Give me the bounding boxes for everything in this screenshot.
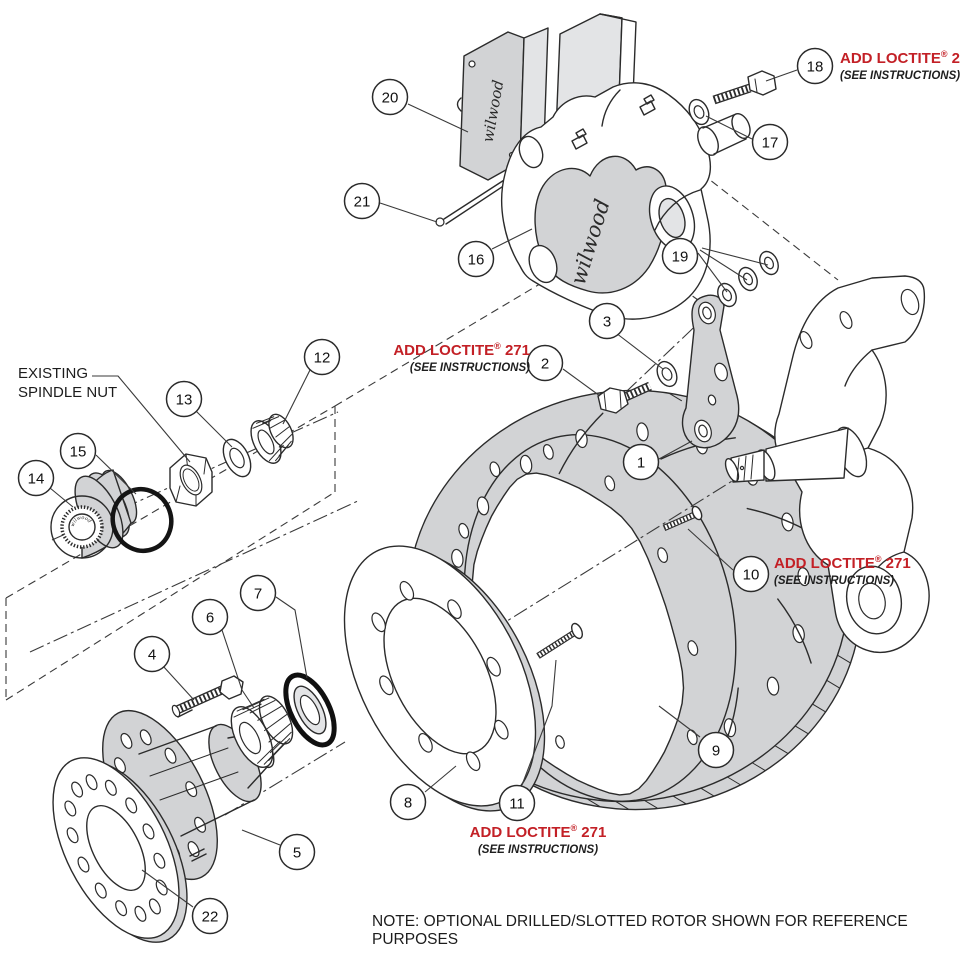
callout-19: 19 (661, 237, 699, 275)
callout-2: 2 (526, 344, 564, 382)
svg-text:7: 7 (254, 585, 262, 602)
adapter-stud (536, 622, 583, 659)
caliper-tube (697, 112, 751, 156)
existing-spindle-nut-label: EXISTING SPINDLE NUT (18, 365, 118, 401)
svg-text:13: 13 (176, 391, 193, 408)
svg-text:5: 5 (293, 844, 301, 861)
drive-flange (52, 757, 188, 943)
caliper-logo-pad (534, 155, 668, 294)
svg-text:9: 9 (712, 742, 720, 759)
loctite-line2: (SEE INSTRUCTIONS) (409, 362, 530, 374)
svg-text:10: 10 (743, 566, 760, 583)
grease-seal (283, 672, 337, 748)
callout-21: 21 (343, 182, 381, 220)
callout-20: 20 (371, 78, 409, 116)
spindle-washer (222, 438, 252, 478)
bracket-washers (717, 250, 779, 308)
callout-3: 3 (588, 302, 626, 340)
svg-text:21: 21 (354, 193, 371, 210)
callout-6: 6 (191, 598, 229, 636)
outer-bearing (250, 413, 294, 464)
bleed-screw (571, 94, 656, 150)
loctite-line2: (SEE INSTRUCTIONS) (477, 844, 599, 856)
svg-text:6: 6 (206, 609, 214, 626)
caliper-bolt (712, 70, 777, 105)
callout-14: 14 (17, 459, 55, 497)
callout-16: 16 (457, 240, 495, 278)
caliper-bracket (597, 250, 779, 449)
svg-text:15: 15 (70, 443, 87, 460)
o-ring (110, 486, 174, 554)
loctite-note-top: ADD LOCTITE® 271 (SEE INSTRUCTIONS) (840, 46, 960, 84)
callout-leaders (49, 69, 798, 908)
loctite-line1: ADD LOCTITE® 271 (840, 49, 960, 67)
callout-17: 17 (751, 123, 789, 161)
spindle-knuckle (724, 275, 930, 654)
callout-7: 7 (239, 574, 277, 612)
callout-9: 9 (697, 731, 735, 769)
dust-cap: wilwood (50, 469, 138, 559)
svg-text:4: 4 (148, 646, 156, 663)
svg-text:14: 14 (28, 470, 45, 487)
svg-text:19: 19 (672, 248, 689, 265)
loctite-line1: ADD LOCTITE® 271 (469, 823, 607, 841)
svg-text:22: 22 (202, 908, 219, 925)
callout-8: 8 (389, 783, 427, 821)
loctite-note-right: ADD LOCTITE® 271 (SEE INSTRUCTIONS) (774, 551, 911, 589)
inner-bearing (230, 695, 294, 768)
caliper-bolt-washer (688, 98, 710, 126)
reference-note: NOTE: OPTIONAL DRILLED/SLOTTED ROTOR SHO… (372, 913, 908, 948)
callout-11: 11 (498, 784, 536, 822)
callout-18: 18 (796, 47, 834, 85)
loctite-note-mid: ADD LOCTITE® 271 (SEE INSTRUCTIONS) (330, 338, 530, 376)
callout-4: 4 (133, 635, 171, 673)
loctite-note-bottom: ADD LOCTITE® 271 (SEE INSTRUCTIONS) (428, 820, 648, 858)
caliper-assembly: wilwood wilwood (435, 13, 777, 320)
svg-text:12: 12 (314, 349, 331, 366)
callout-5: 5 (278, 833, 316, 871)
svg-text:2: 2 (541, 355, 549, 372)
rotor-adapter (343, 545, 546, 812)
bracket-bolt-washer (656, 360, 678, 388)
spindle-label-leader (92, 375, 191, 463)
svg-text:3: 3 (603, 313, 611, 330)
svg-text:1: 1 (637, 454, 645, 471)
hub-bolt (171, 675, 244, 718)
callout-22: 22 (191, 897, 229, 935)
loctite-line1: ADD LOCTITE® 271 (774, 554, 911, 572)
loctite-line2: (SEE INSTRUCTIONS) (774, 575, 895, 587)
callout-10: 10 (732, 555, 770, 593)
callout-1: 1 (622, 443, 660, 481)
bracket-bolt (597, 381, 652, 414)
loctite-line1: ADD LOCTITE® 271 (393, 341, 530, 359)
svg-text:20: 20 (382, 89, 399, 106)
spindle-nut (169, 453, 213, 507)
pad-hole (468, 60, 476, 68)
svg-text:18: 18 (807, 58, 824, 75)
callout-13: 13 (165, 380, 203, 418)
bracket-stud (662, 505, 703, 531)
svg-text:17: 17 (762, 134, 779, 151)
spindle-hardware: wilwood (50, 375, 294, 559)
svg-text:16: 16 (468, 251, 485, 268)
callout-12: 12 (303, 338, 341, 376)
svg-text:11: 11 (509, 795, 525, 812)
svg-text:8: 8 (404, 794, 412, 811)
callout-15: 15 (59, 432, 97, 470)
loctite-line2: (SEE INSTRUCTIONS) (840, 70, 960, 82)
